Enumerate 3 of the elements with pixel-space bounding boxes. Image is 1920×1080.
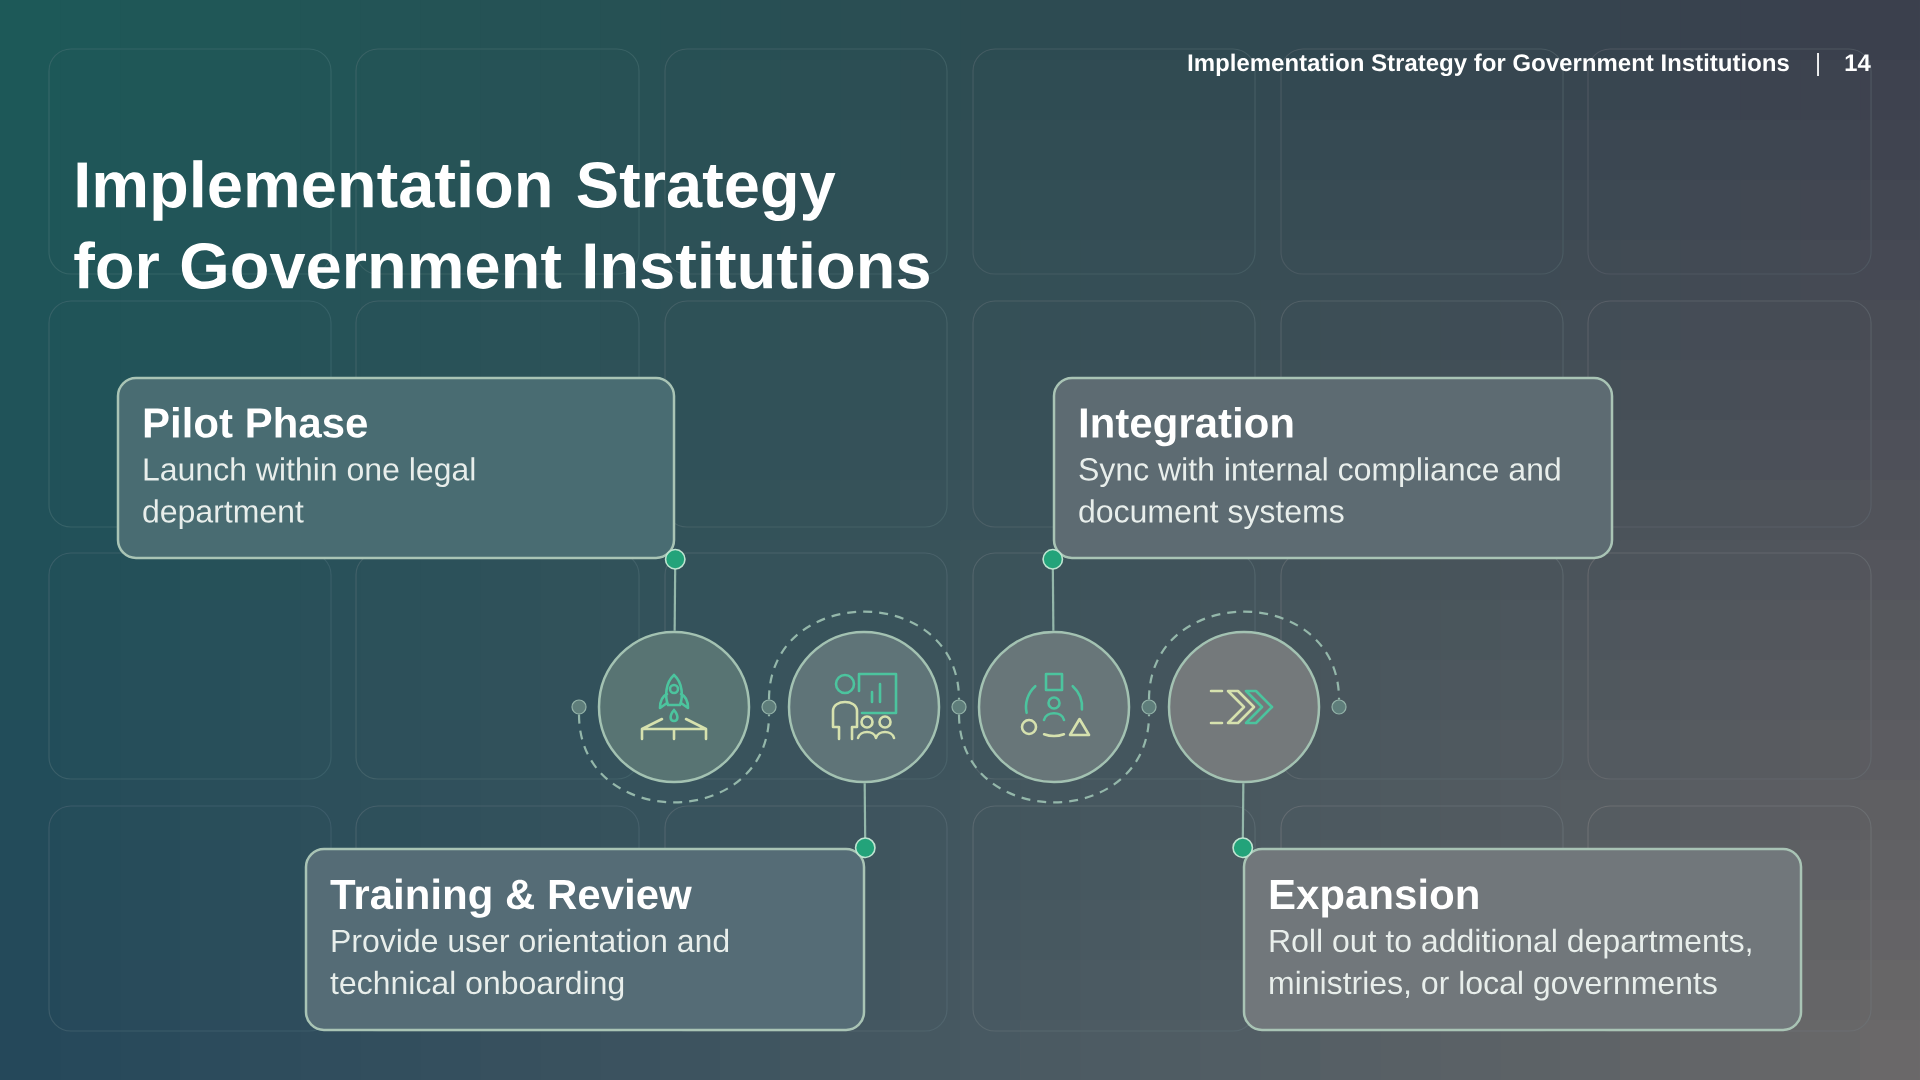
header-title: Implementation Strategy for Government Institutions	[1188, 53, 1789, 77]
page-number: 14	[1845, 54, 1871, 71]
slide-title: Implementation Strategy for Government Institutions	[74, 160, 929, 289]
